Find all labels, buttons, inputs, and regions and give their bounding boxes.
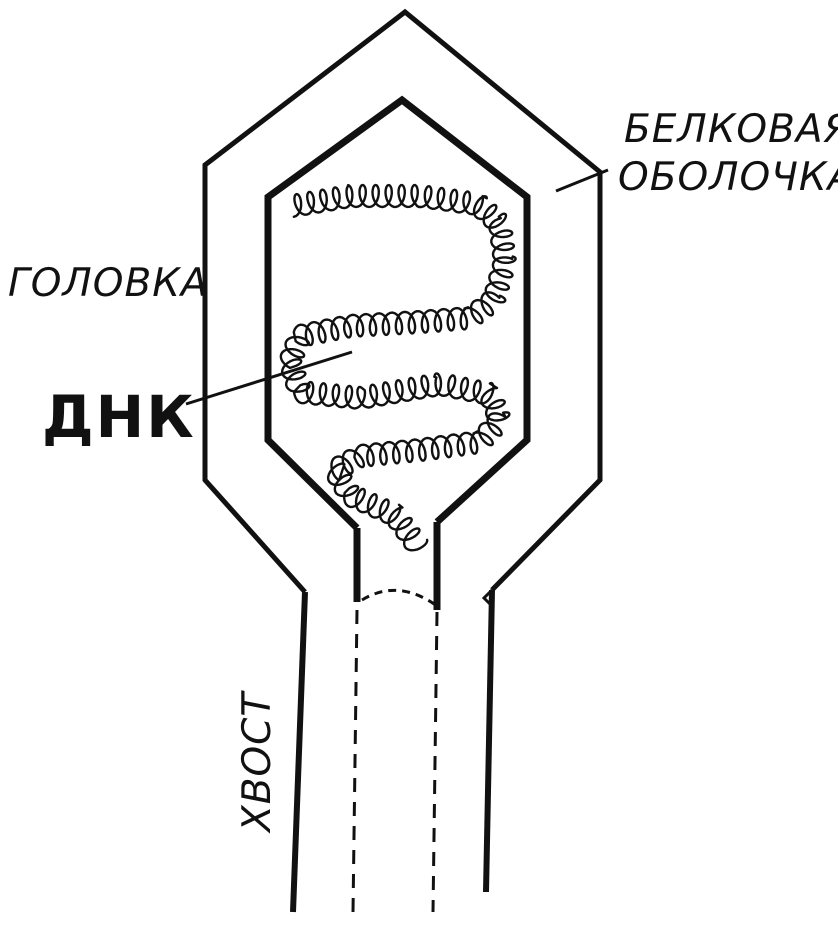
dna-label: ДНК <box>42 383 196 451</box>
shell-leader-line <box>555 168 609 193</box>
tail-right-wall <box>483 589 495 893</box>
tail-core-top-dashed <box>361 588 438 608</box>
tail-core-right-dashed <box>431 611 439 913</box>
tail-left-wall <box>290 591 308 913</box>
tail-core-left-dashed <box>351 609 359 913</box>
outer-protein-shell <box>202 8 603 594</box>
protein-shell-label-line2: ОБОЛОЧКА <box>618 155 838 200</box>
inner-head-outline <box>264 95 531 531</box>
protein-shell-label-line1: БЕЛКОВАЯ <box>624 107 838 152</box>
head-label: ГОЛОВКА <box>8 261 209 306</box>
dna-leader-line <box>185 350 353 406</box>
tail-right-notch <box>481 588 494 606</box>
dna-coil <box>279 183 517 552</box>
tail-label: ХВОСТ <box>235 690 280 834</box>
